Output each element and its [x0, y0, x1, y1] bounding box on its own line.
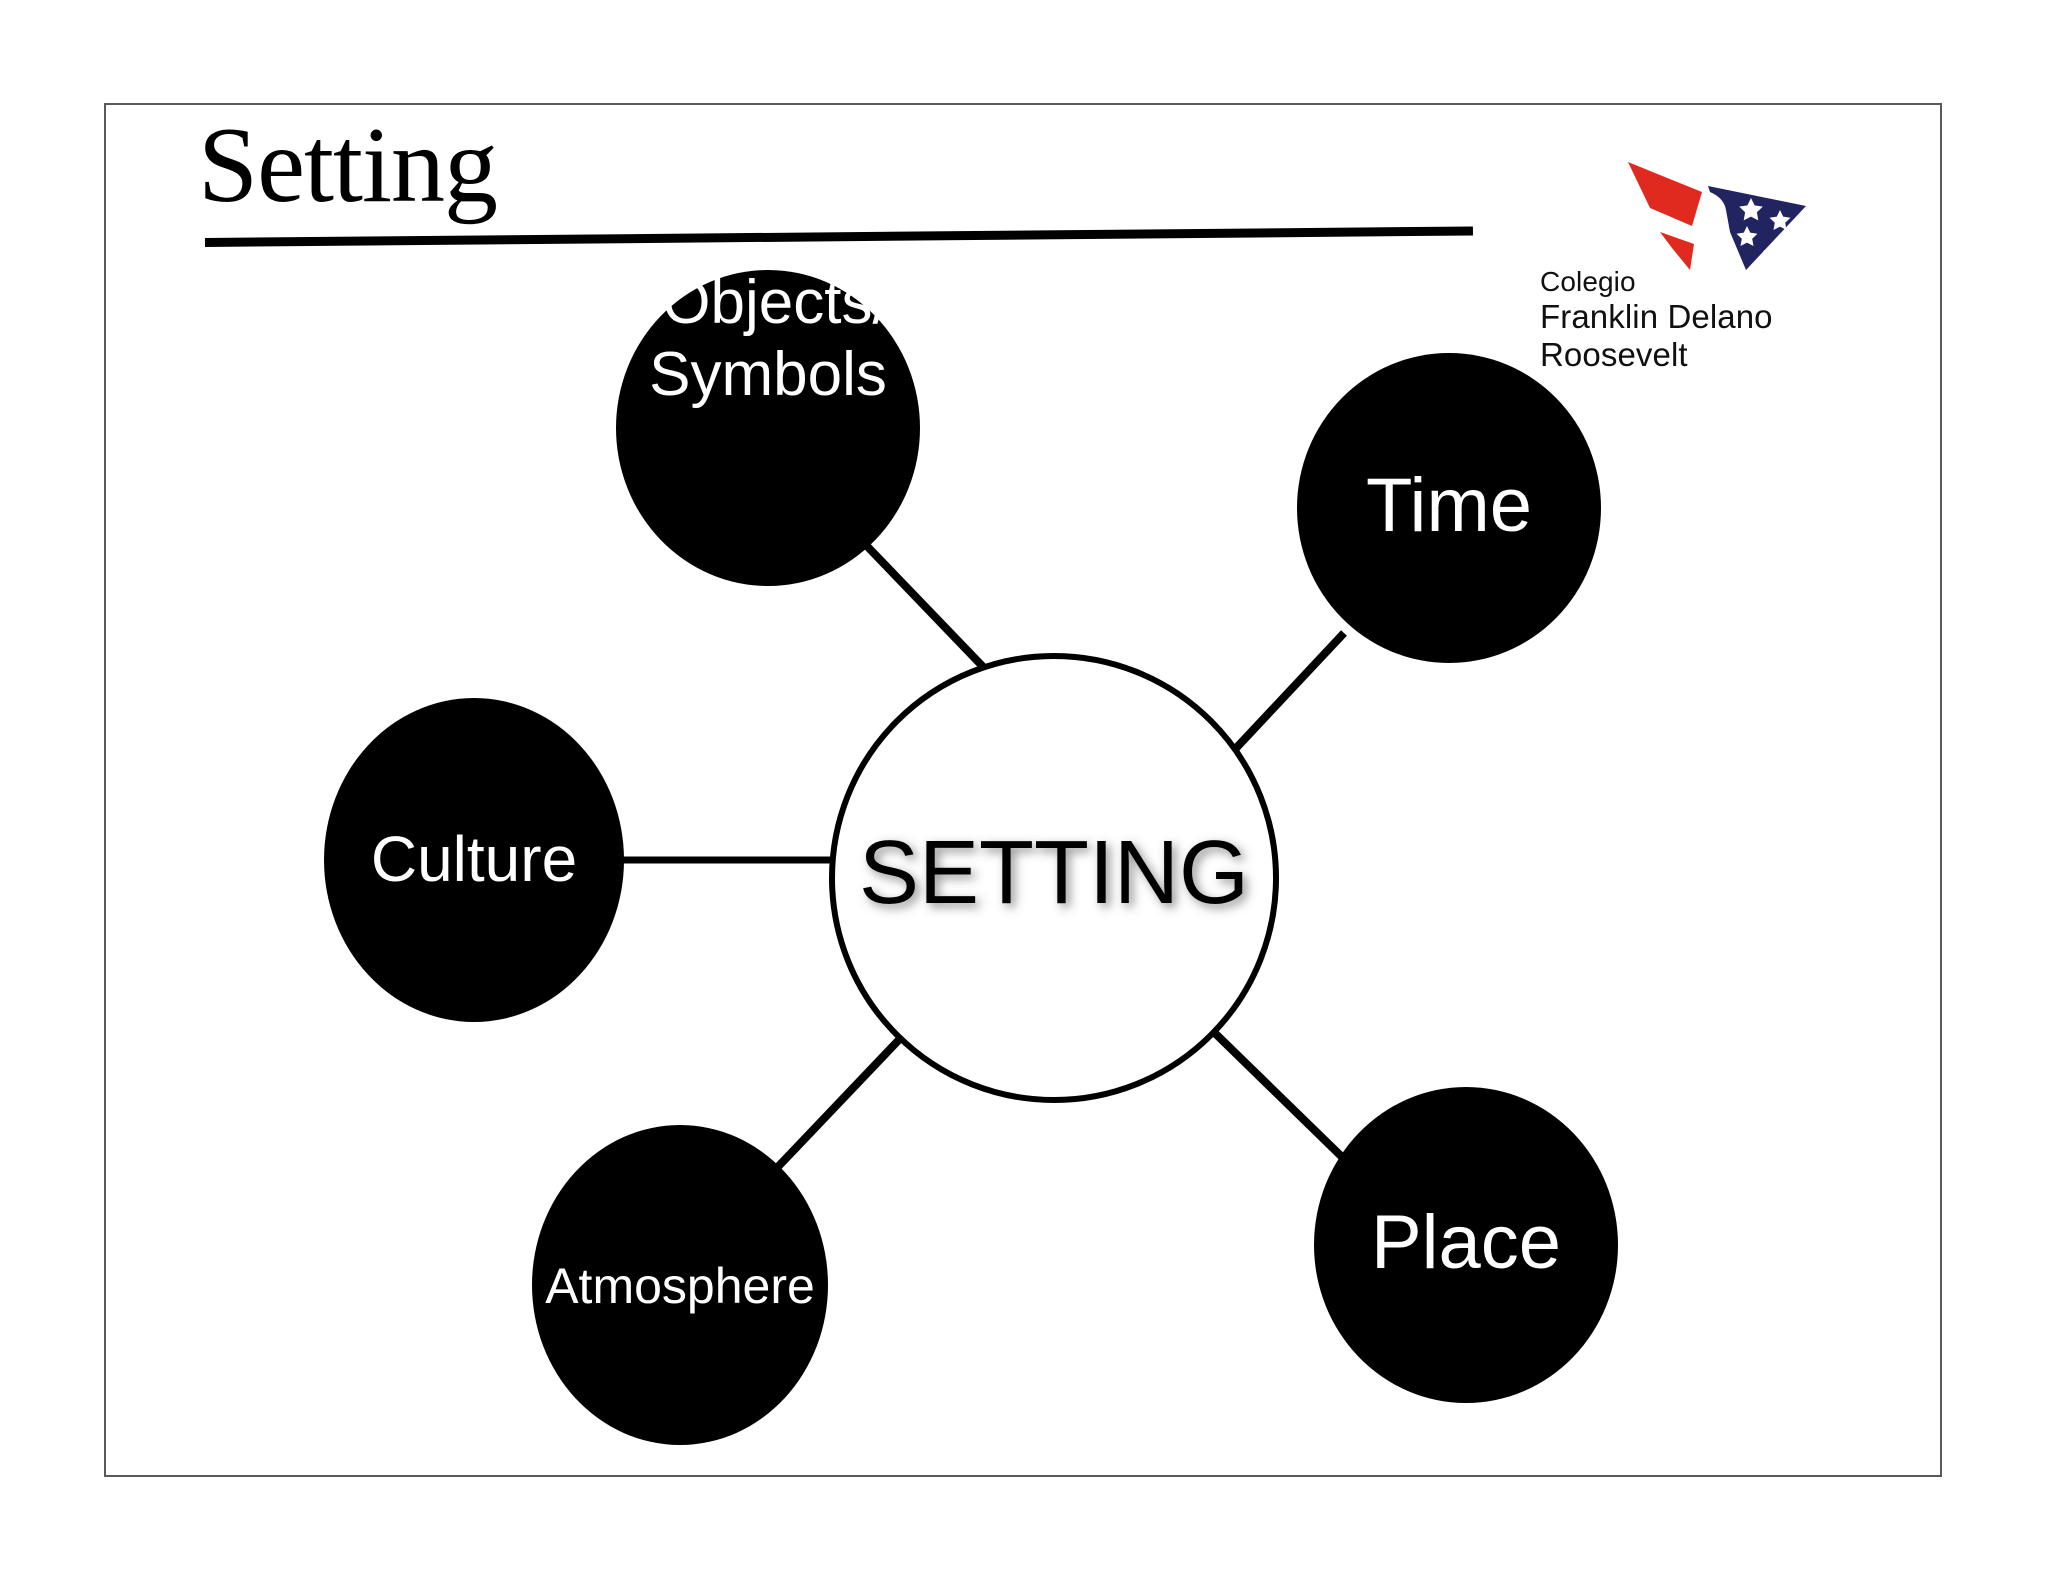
- node-atmosphere-shape[interactable]: [532, 1125, 828, 1445]
- node-objects-symbols-shape[interactable]: [616, 270, 920, 586]
- node-time[interactable]: Time: [1297, 353, 1601, 663]
- node-culture-label: Culture: [371, 823, 577, 895]
- logo-line-colegio: Colegio: [1540, 266, 1636, 297]
- node-place[interactable]: Place: [1314, 1087, 1618, 1403]
- node-atmosphere[interactable]: Atmosphere: [532, 1125, 828, 1445]
- node-culture-shape[interactable]: [324, 698, 624, 1022]
- node-culture[interactable]: Culture: [324, 698, 624, 1022]
- node-place-label: Place: [1371, 1200, 1561, 1285]
- node-objects-symbols[interactable]: Objects/ Symbols: [616, 268, 920, 586]
- logo-text: Colegio Franklin Delano Roosevelt: [1540, 266, 1920, 374]
- setting-bubble-diagram: Objects/ Symbols Time Culture Atmosphere…: [324, 268, 1618, 1445]
- logo-line-fdr: Franklin Delano Roosevelt: [1540, 298, 1773, 374]
- node-objects-symbols-label-line1: Objects/: [662, 268, 890, 337]
- node-time-label: Time: [1366, 463, 1532, 548]
- logo: Colegio Franklin Delano Roosevelt: [1540, 158, 1920, 373]
- node-atmosphere-label: Atmosphere: [545, 1258, 815, 1314]
- node-setting-center-label: SETTING: [859, 823, 1249, 923]
- node-place-shape[interactable]: [1314, 1087, 1618, 1403]
- fdr-flag-icon: [1628, 162, 1806, 270]
- node-setting-center-shape[interactable]: [829, 653, 1279, 1103]
- node-setting-center[interactable]: SETTING: [829, 653, 1279, 1103]
- node-objects-symbols-label-line2: Symbols: [649, 340, 887, 409]
- node-time-shape[interactable]: [1297, 353, 1601, 663]
- page-title: Setting: [198, 106, 498, 225]
